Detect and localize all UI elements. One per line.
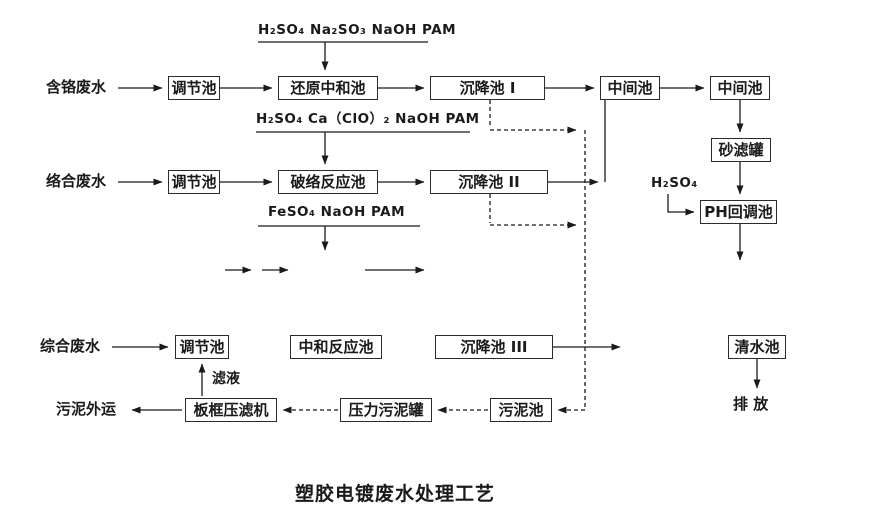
tank-regulating-2: 调节池 xyxy=(168,170,220,194)
tank-settling-2: 沉降池 II xyxy=(430,170,548,194)
tank-settling-1: 沉降池 I xyxy=(430,76,545,100)
tank-sand-filter: 砂滤罐 xyxy=(711,138,771,162)
tank-pressure-sludge: 压力污泥罐 xyxy=(340,398,432,422)
tank-clear-water: 清水池 xyxy=(728,335,786,359)
chem-line3: FeSO₄ NaOH PAM xyxy=(268,204,406,220)
tank-reduction-neutralization: 还原中和池 xyxy=(278,76,378,100)
chem-h2so4: H₂SO₄ xyxy=(651,175,698,191)
diagram-caption: 塑胶电镀废水处理工艺 xyxy=(294,483,495,505)
label-complex-wastewater: 络合废水 xyxy=(46,172,107,190)
tank-neutralization-reaction: 中和反应池 xyxy=(290,335,382,359)
label-chromium-wastewater: 含铬废水 xyxy=(46,78,107,96)
tank-sludge-pool: 污泥池 xyxy=(490,398,552,422)
label-sludge-out: 污泥外运 xyxy=(56,400,117,418)
tank-intermediate-1: 中间池 xyxy=(600,76,660,100)
chem-line2: H₂SO₄ Ca（ClO）₂ NaOH PAM xyxy=(256,111,480,127)
label-comprehensive-wastewater: 综合废水 xyxy=(40,337,101,355)
tank-ph-readjust: PH回调池 xyxy=(700,200,777,224)
chem-line1: H₂SO₄ Na₂SO₃ NaOH PAM xyxy=(258,22,457,38)
label-discharge: 排 放 xyxy=(733,395,769,413)
tank-complex-breaking: 破络反应池 xyxy=(278,170,378,194)
tank-regulating-3: 调节池 xyxy=(175,335,229,359)
tank-settling-3: 沉降池 III xyxy=(435,335,553,359)
arrow-h2so4-to-ph xyxy=(667,194,695,216)
label-filtrate: 滤液 xyxy=(212,371,240,387)
tank-intermediate-2: 中间池 xyxy=(710,76,770,100)
tank-regulating-1: 调节池 xyxy=(168,76,220,100)
tank-plate-frame-press: 板框压滤机 xyxy=(185,398,277,422)
